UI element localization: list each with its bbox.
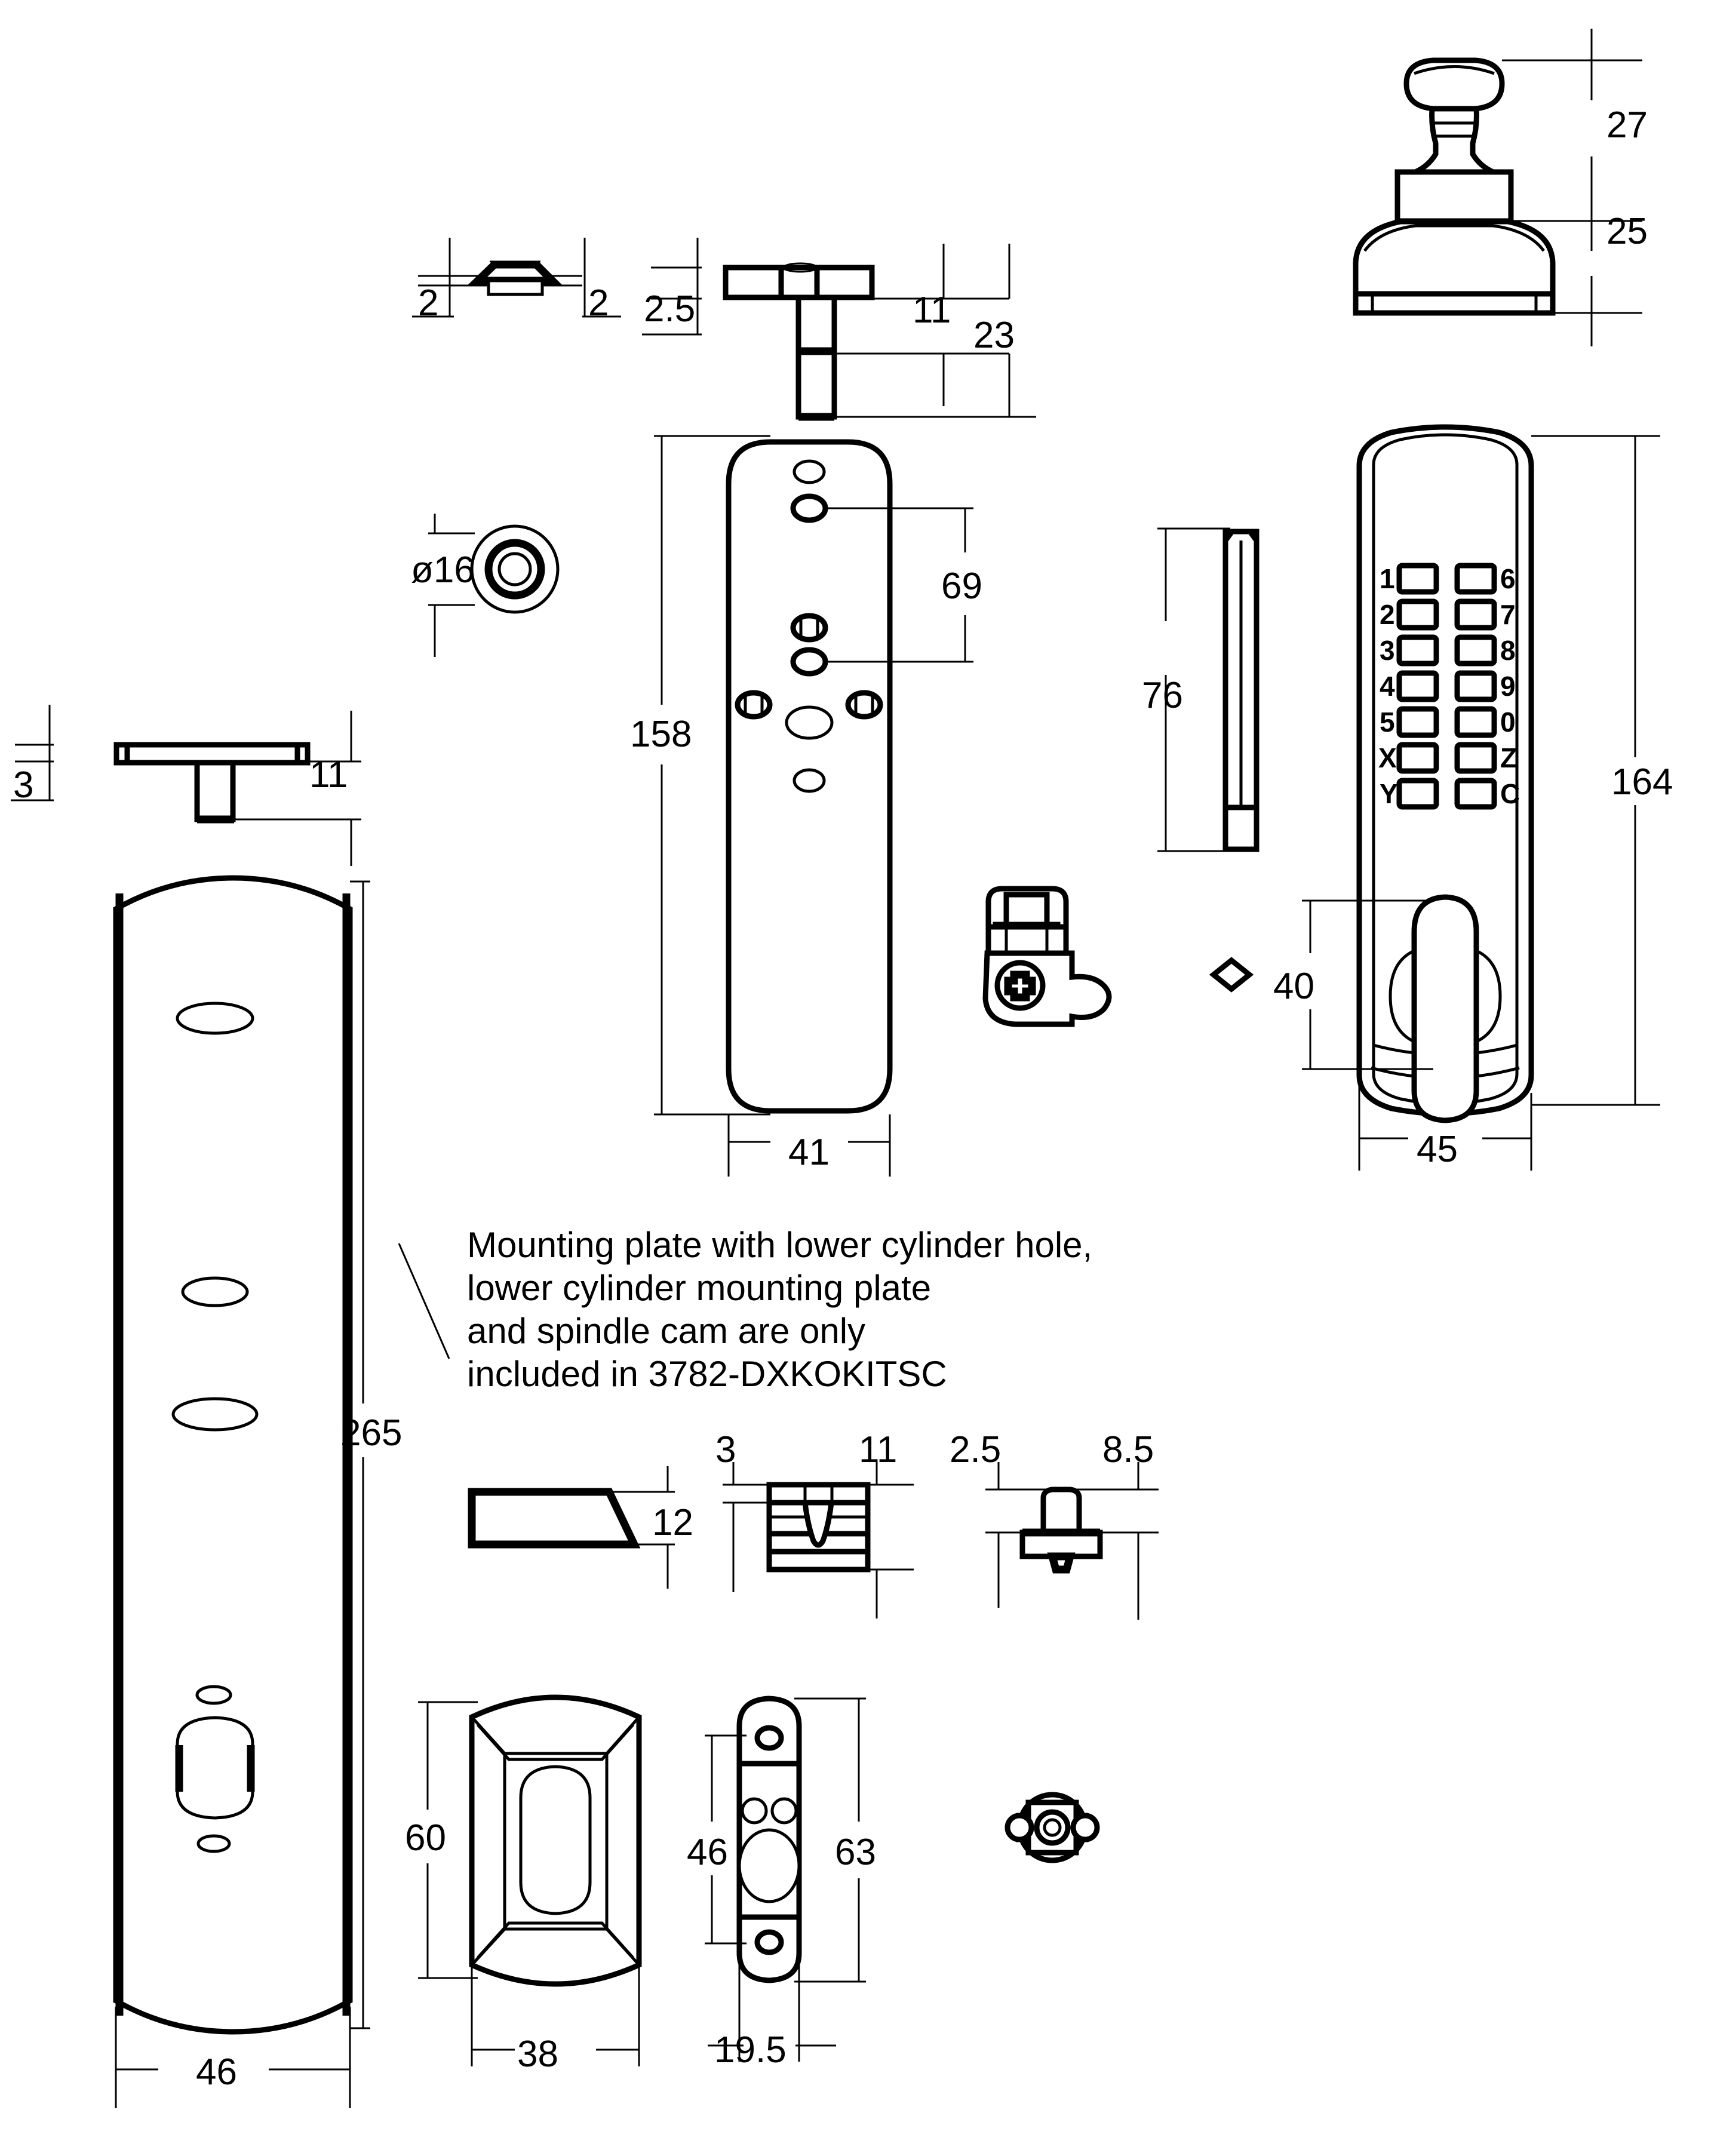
keypad-button-3[interactable] [1396, 634, 1439, 667]
dim-backplate-width: 46 [196, 2051, 237, 2093]
dim-wedge-height: 12 [652, 1502, 693, 1543]
spindle-with-head-section [642, 238, 1036, 421]
dim-spindle-step: 11 [913, 290, 951, 331]
keypad-button-z[interactable] [1454, 742, 1497, 774]
dim-mounting-plate-width: 41 [788, 1132, 830, 1173]
key-label-9: 9 [1500, 671, 1516, 702]
keypad-button-x[interactable] [1396, 742, 1439, 774]
keypad-button-7[interactable] [1454, 598, 1497, 631]
keypad-button-1[interactable] [1396, 563, 1439, 595]
key-label-6: 6 [1500, 563, 1516, 594]
keypad-button-6[interactable] [1454, 563, 1497, 595]
key-label-z: Z [1500, 742, 1517, 773]
dim-pin-left: 2.5 [950, 1429, 1001, 1470]
note-line-2: lower cylinder mounting plate [467, 1268, 931, 1308]
thumbturn-knob-elevation [1353, 29, 1642, 346]
note-line-3: and spindle cam are only [467, 1311, 865, 1351]
dim-keypad-width: 45 [1417, 1129, 1458, 1170]
spindle-cam-assembly [982, 886, 1112, 1027]
dim-hole-spacing: 69 [941, 566, 982, 607]
cam-rosette-plan [1005, 1792, 1100, 1863]
rosette-plan [428, 514, 560, 657]
spindle-plate-section [11, 705, 361, 866]
dim-bar-length: 76 [1142, 675, 1183, 716]
mounting-plate-plan [654, 435, 973, 1177]
drive-pin-section [985, 1462, 1159, 1620]
lower-cylinder-mounting-plate [705, 1696, 866, 2062]
key-label-1: 1 [1380, 563, 1395, 594]
flat-washer-section [412, 238, 621, 318]
dim-pin-right: 8.5 [1102, 1429, 1154, 1470]
retaining-clip-section [723, 1462, 914, 1618]
dim-washer-right: 2 [588, 282, 609, 324]
dim-knob-base-height: 25 [1606, 211, 1648, 252]
dim-left-spindle-length: 11 [309, 754, 348, 796]
dim-cylinder-plate-width: 19.5 [714, 2029, 787, 2071]
dim-keypad-height: 164 [1611, 761, 1673, 803]
dim-cylinder-plate-outer: 63 [835, 1832, 876, 1873]
dim-clip-left: 3 [715, 1429, 736, 1470]
key-label-0: 0 [1500, 707, 1516, 738]
square-spindle-bar [1157, 527, 1260, 852]
keypad-button-c[interactable] [1454, 778, 1497, 810]
key-label-3: 3 [1380, 635, 1395, 666]
key-label-7: 7 [1500, 599, 1516, 630]
keypad-button-2[interactable] [1396, 598, 1439, 631]
dim-spindle-total-length: 23 [973, 315, 1015, 356]
dim-cylinder-plate-inner: 46 [687, 1832, 728, 1873]
dim-escutcheon-width: 38 [517, 2034, 558, 2075]
dim-washer-left: 2 [418, 282, 438, 324]
note-line-1: Mounting plate with lower cylinder hole, [467, 1225, 1092, 1265]
dim-backplate-height: 265 [340, 1412, 402, 1454]
keypad-button-y[interactable] [1396, 778, 1439, 810]
dim-clip-right: 11 [859, 1429, 897, 1470]
key-label-4: 4 [1380, 671, 1395, 702]
dim-knob-top-height: 27 [1606, 105, 1648, 146]
key-label-c: C [1500, 778, 1520, 809]
dim-escutcheon-height: 60 [405, 1817, 446, 1859]
key-label-2: 2 [1380, 599, 1395, 630]
keypad-button-0[interactable] [1454, 706, 1497, 738]
keypad-button-4[interactable] [1396, 670, 1439, 702]
dim-mounting-plate-height: 158 [630, 714, 692, 755]
rear-backplate-plan [113, 875, 370, 2108]
dim-left-spindle-thickness: 3 [13, 764, 33, 806]
square-spindle-cross-section [1209, 957, 1254, 993]
keypad-button-9[interactable] [1454, 670, 1497, 702]
wedge-gasket-section [468, 1466, 675, 1589]
key-label-5: 5 [1380, 707, 1395, 738]
keypad-button-5[interactable] [1396, 706, 1439, 738]
lower-cylinder-cover-plan [418, 1694, 642, 2066]
keypad-button-8[interactable] [1454, 634, 1497, 667]
dim-rosette-diameter: ø16 [411, 549, 475, 591]
key-label-8: 8 [1500, 635, 1516, 666]
dim-spindle-head-thickness: 2.5 [644, 288, 695, 330]
dim-keypad-knob-offset: 40 [1273, 966, 1314, 1007]
key-label-y: Y [1380, 778, 1398, 809]
key-label-x: X [1378, 742, 1397, 773]
note-line-4: included in 3782-DXKOKITSC [467, 1354, 947, 1394]
note-leader-line [398, 1243, 450, 1359]
